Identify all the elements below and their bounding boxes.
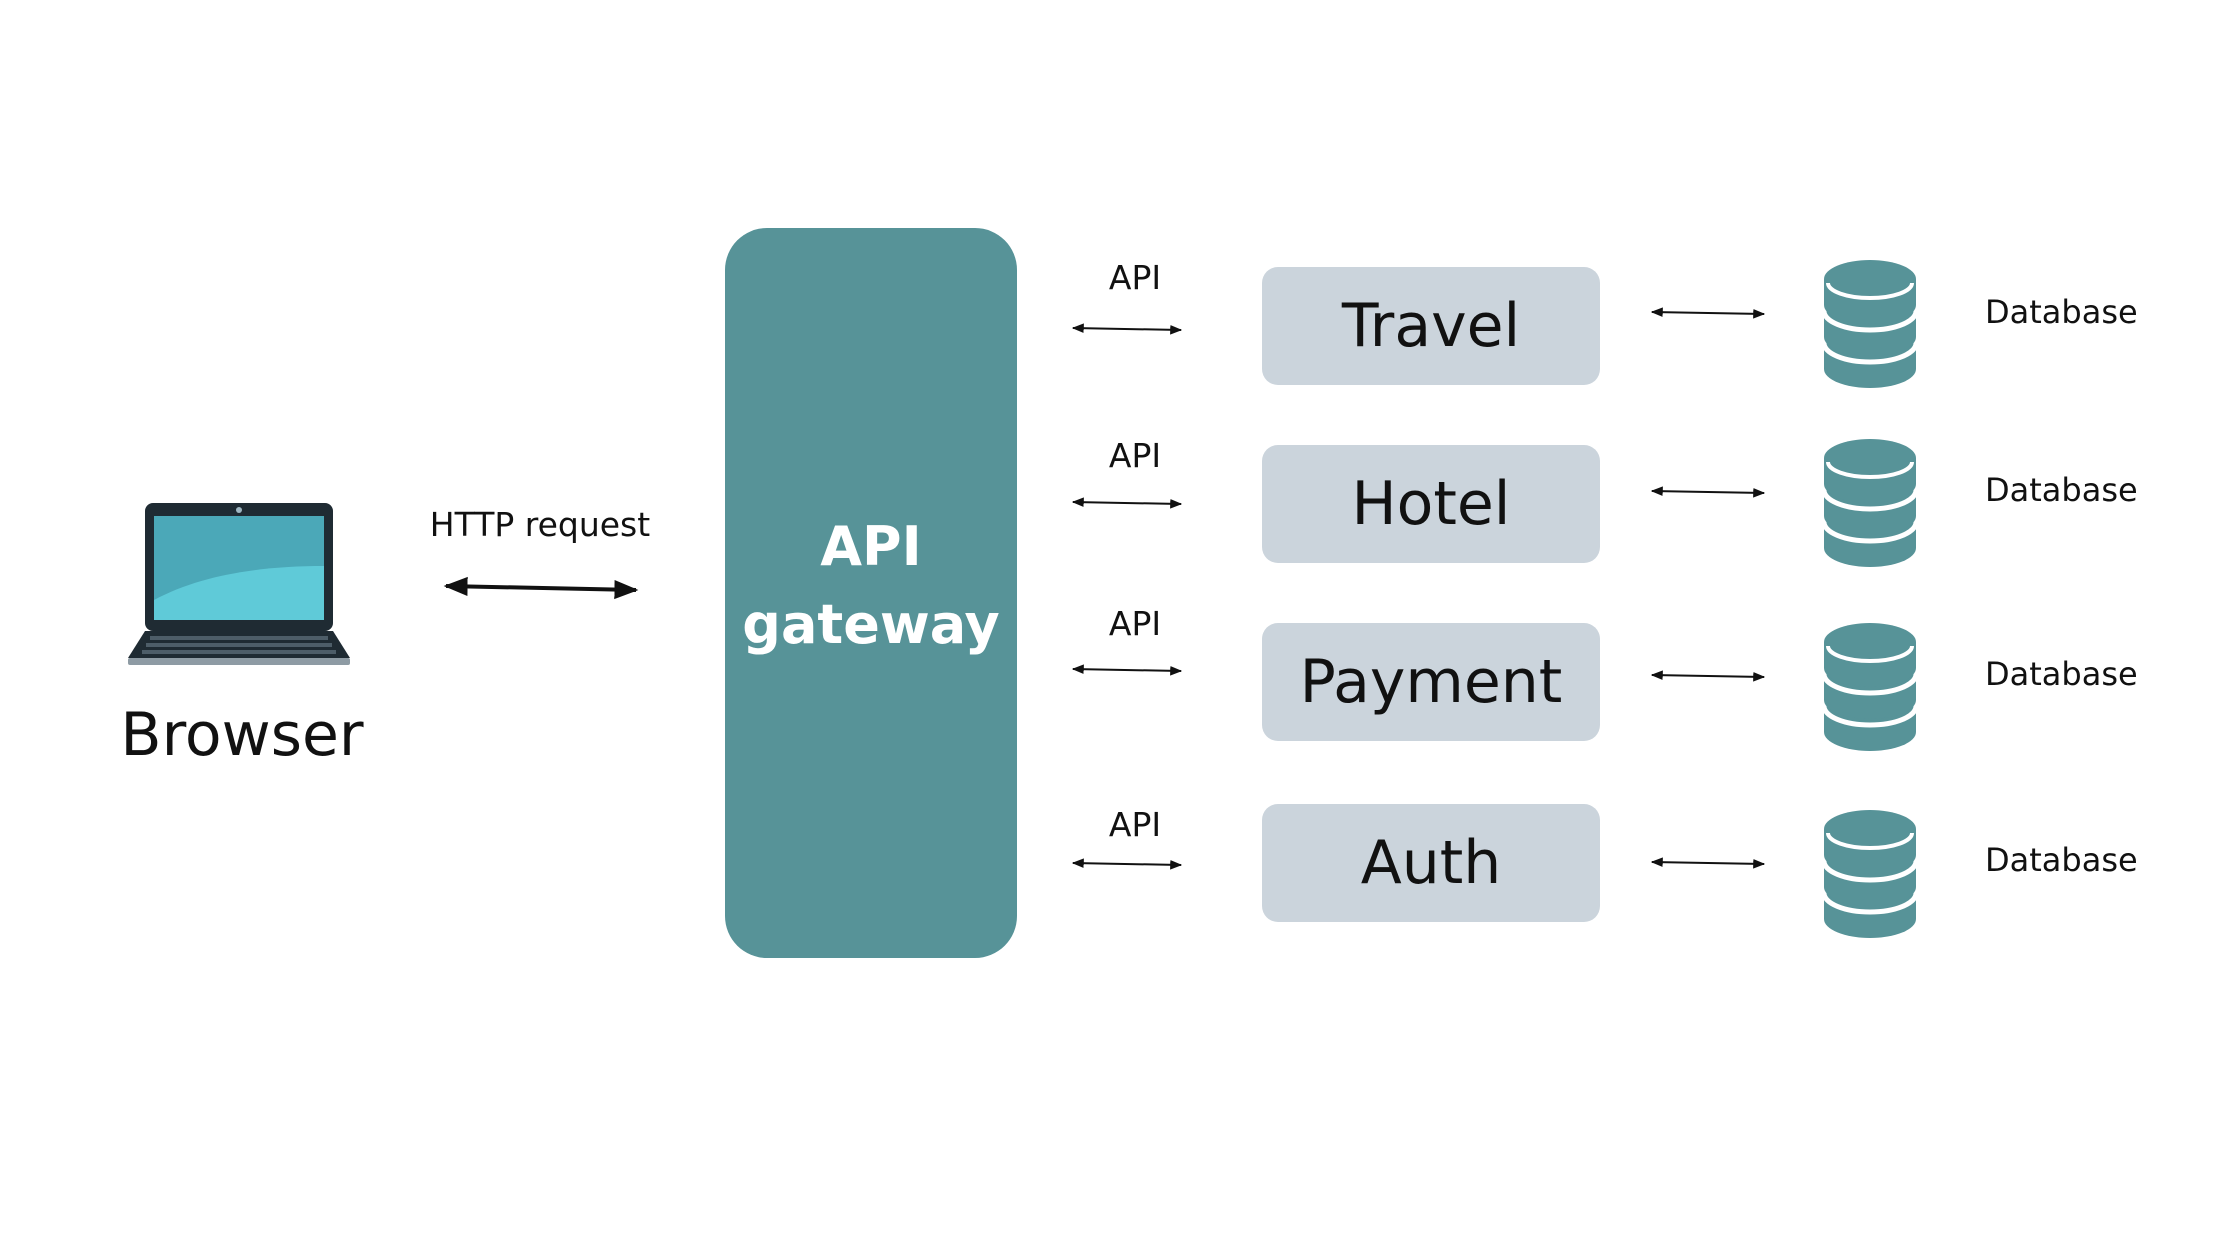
db-arrow-auth [1650, 857, 1766, 869]
database-label-hotel: Database [1985, 471, 2138, 509]
db-arrow-travel [1650, 307, 1766, 319]
api-arrow-payment [1071, 664, 1183, 676]
laptop-icon [128, 503, 350, 665]
api-label-auth: API [1108, 805, 1162, 844]
database-label-travel: Database [1985, 293, 2138, 331]
service-box-payment: Payment [1262, 623, 1600, 741]
db-arrow-hotel [1650, 486, 1766, 498]
service-box-travel: Travel [1262, 267, 1600, 385]
service-box-auth: Auth [1262, 804, 1600, 922]
api-arrow-travel [1071, 323, 1183, 335]
http-request-label: HTTP request [429, 505, 651, 544]
api-arrows [1071, 323, 1183, 870]
http-arrow [443, 576, 639, 600]
browser-label: Browser [120, 700, 364, 770]
api-label-travel: API [1108, 258, 1162, 297]
database-label-payment: Database [1985, 655, 2138, 693]
database-icon-travel [1821, 260, 1919, 388]
gateway-label-line2: gateway [742, 593, 1000, 656]
api-gateway-box: API gateway [725, 228, 1017, 958]
api-arrow-hotel [1071, 497, 1183, 509]
db-arrow-payment [1650, 670, 1766, 682]
api-label-hotel: API [1108, 436, 1162, 475]
api-gateway-label: API gateway [725, 508, 1017, 664]
api-label-payment: API [1108, 604, 1162, 643]
database-icon-auth [1821, 810, 1919, 938]
database-icon-payment [1821, 623, 1919, 751]
gateway-label-line1: API [820, 515, 922, 578]
database-icon-hotel [1821, 439, 1919, 567]
db-arrows [1650, 307, 1766, 869]
database-label-auth: Database [1985, 841, 2138, 879]
service-box-hotel: Hotel [1262, 445, 1600, 563]
api-arrow-auth [1071, 858, 1183, 870]
